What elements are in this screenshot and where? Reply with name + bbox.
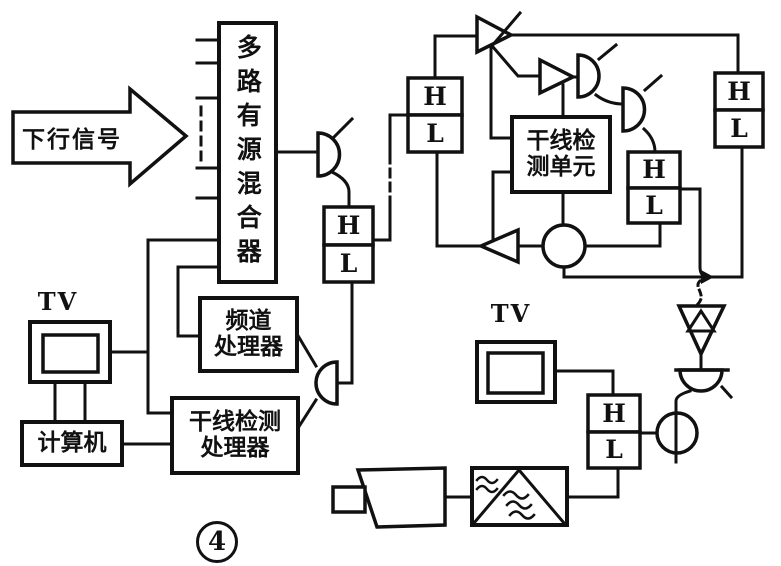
hl3-l-label: L — [730, 113, 748, 143]
wire-bowl-to-circle-f — [674, 389, 692, 464]
wire-riser-to-hl2 — [388, 113, 410, 154]
channel-processor-box — [198, 296, 299, 373]
wireless-link-dashed — [695, 278, 703, 307]
mixer-box — [217, 21, 278, 284]
modulator-wave-a2 — [475, 484, 499, 494]
wire-amp1-to-amp2 — [490, 44, 542, 78]
tv2-screen — [486, 351, 545, 395]
computer-label: 计算机 — [37, 429, 107, 456]
hl2-h-label: H — [423, 81, 447, 111]
wire-circle-right-to-hl4 — [583, 221, 662, 248]
hl2-l-label: L — [426, 118, 444, 148]
hl2-h-cell — [406, 76, 464, 117]
hl3-h-label: H — [727, 76, 751, 106]
wire-amp3-tip-to-hl2 — [435, 150, 483, 248]
wire-hl1-bottom-to-combiner — [336, 280, 354, 385]
tv2-label: TV — [490, 298, 532, 328]
downstream-signal-label: 下行信号 — [22, 127, 122, 154]
trunk-detection-processor-label: 干线检测 处理器 — [172, 398, 298, 473]
mixer-input-ticks — [195, 38, 221, 200]
hl4-h-label: H — [642, 155, 666, 185]
antenna-inner-triangle — [685, 308, 717, 333]
hl4-l-label: L — [645, 190, 663, 220]
trunk-detection-unit-line1: 干线检 — [526, 128, 596, 155]
wire-hl1-right — [371, 203, 392, 242]
amp1-branch-line — [488, 10, 523, 50]
amp3-return-triangle — [476, 227, 520, 265]
wire-circle-bottom-bus — [562, 265, 744, 279]
wire-tv2 — [553, 369, 615, 397]
hl1-l-label: L — [339, 248, 358, 278]
amp2-triangle — [538, 57, 577, 96]
hl4-l-cell — [626, 186, 682, 225]
combiner-b — [314, 360, 339, 406]
trunk-detection-unit-line2: 测单元 — [526, 153, 596, 180]
trunk-detection-unit-label: 干线检 测单元 — [512, 117, 610, 192]
tap-d-branch-line — [642, 73, 664, 93]
camera-lens — [331, 485, 367, 514]
hl5-h-label: H — [602, 398, 626, 428]
bus-arrowhead — [701, 270, 714, 284]
wire-hl2-top — [433, 34, 479, 80]
hl1-l-cell — [322, 243, 375, 284]
computer-box — [20, 420, 124, 467]
hl3-l-cell — [713, 108, 765, 149]
mixer-label: 多路有源混合器 — [219, 23, 276, 282]
channel-processor-line1: 频道 — [225, 308, 272, 335]
channel-processor-line2: 处理器 — [214, 333, 283, 360]
hl5-l-label: L — [605, 435, 623, 465]
figure-number: 4 — [207, 527, 227, 557]
hl5-l-cell — [586, 430, 642, 470]
tap-c-branch-line — [596, 42, 619, 62]
wire-mixer-to-channel-proc — [176, 265, 221, 338]
tv1-screen — [41, 333, 100, 374]
bowl-coupler — [678, 368, 724, 393]
wire-tapc-out — [593, 92, 625, 106]
downstream-signal-arrow — [11, 85, 189, 188]
hl5-h-cell — [586, 393, 642, 434]
bowl-branch-line — [719, 384, 734, 400]
modulator-wave-b2 — [505, 500, 533, 510]
trunk-detection-processor-line1: 干线检测 — [189, 409, 281, 436]
wire-tapd-out — [641, 126, 657, 154]
wire-trunk-proc-diagonal — [295, 397, 319, 431]
modulator-wave-a1 — [475, 475, 499, 485]
tap-a-coupler — [316, 131, 342, 178]
wire-tv1-legs — [53, 380, 87, 424]
wire-channel-proc-diagonal — [294, 331, 319, 369]
hl2-l-cell — [406, 113, 464, 154]
wire-amp1-tap-down — [489, 43, 514, 140]
wire-mixer-to-trunk-proc — [146, 238, 221, 415]
channel-processor-label: 频道 处理器 — [200, 298, 297, 371]
circle-node-e — [541, 223, 587, 269]
figure-number-badge: 4 — [196, 521, 238, 563]
trunk-detection-processor-line2: 处理器 — [200, 434, 270, 461]
tv1-label: TV — [37, 286, 79, 316]
wire-modulator-out — [565, 466, 620, 499]
modulator-wave-b1 — [502, 490, 530, 500]
wire-tapa-out — [330, 170, 351, 209]
hl1-h-label: H — [336, 211, 361, 241]
tap-c-coupler — [576, 53, 601, 99]
tap-a-branch-line — [331, 116, 355, 140]
tap-d-coupler — [621, 86, 647, 133]
wire-amp1-out — [509, 33, 740, 75]
trunk-detection-unit-box — [510, 115, 612, 194]
camera-body — [355, 466, 447, 529]
wire-unit-left-control — [491, 170, 514, 244]
wire-hl4-right — [678, 187, 711, 279]
trunk-detection-processor-box — [170, 396, 300, 475]
modulator-wave-b3 — [508, 510, 536, 520]
modulator-diagonals — [471, 467, 567, 526]
mixer-label-text: 多路有源混合器 — [233, 33, 263, 272]
